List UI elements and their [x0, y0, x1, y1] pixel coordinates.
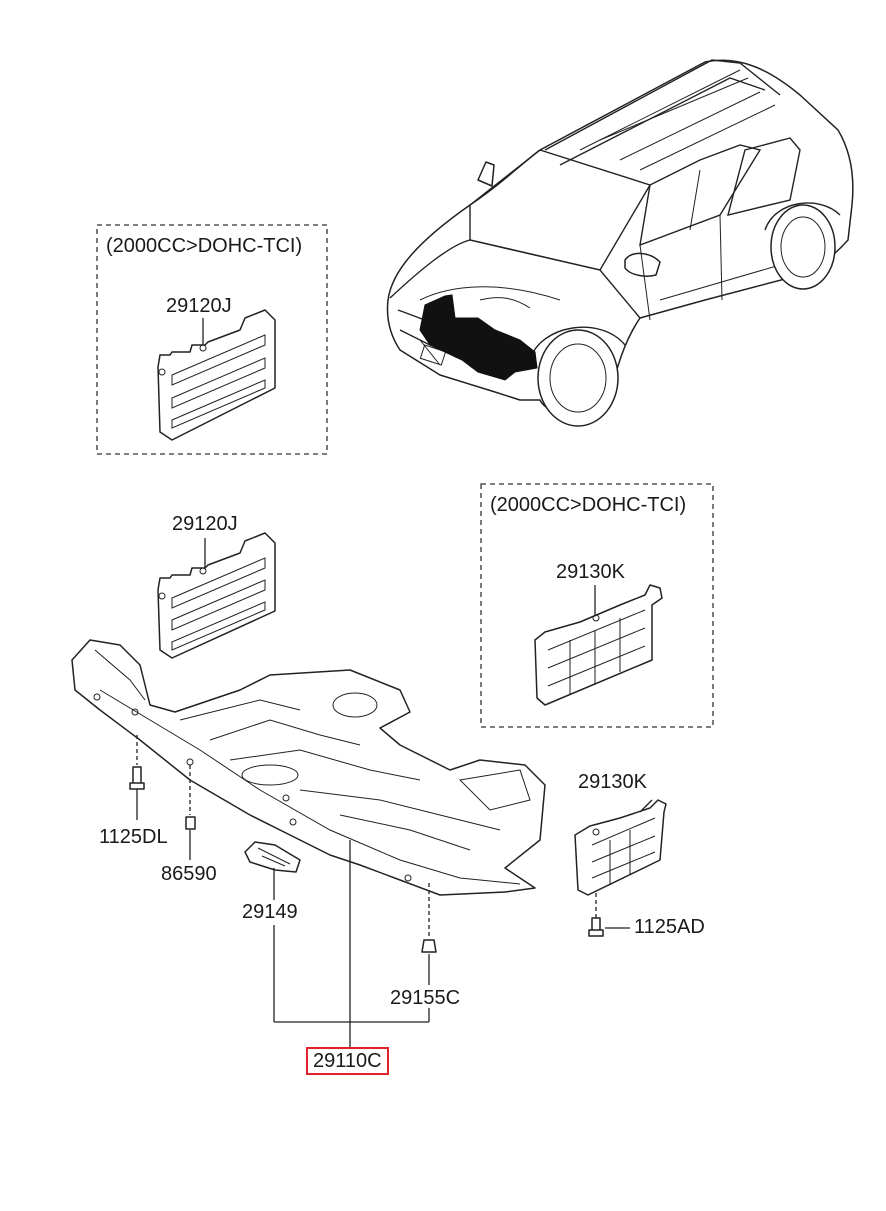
option-note-upper: (2000CC>DOHC-TCI) — [106, 235, 303, 257]
option-note-right: (2000CC>DOHC-TCI) — [490, 494, 687, 516]
fastener-1125AD-shape — [588, 893, 630, 937]
option-box-right — [480, 483, 714, 728]
label-29155C[interactable]: 29155C — [390, 987, 461, 1009]
label-86590[interactable]: 86590 — [161, 863, 217, 885]
label-1125AD[interactable]: 1125AD — [634, 916, 705, 938]
part-29120J-lower-shape — [157, 532, 276, 659]
label-1125DL[interactable]: 1125DL — [99, 826, 168, 848]
fastener-1125DL-shape — [129, 735, 145, 820]
label-29130K-upper[interactable]: 29130K — [556, 561, 625, 583]
part-29130K-lower-shape — [574, 799, 667, 896]
vehicle-illustration — [386, 59, 854, 427]
part-29149-shape — [244, 841, 301, 873]
label-29120J-upper[interactable]: 29120J — [166, 295, 232, 317]
part-29130K-upper-shape — [534, 584, 663, 706]
part-29120J-upper-shape — [157, 309, 276, 441]
leader-29110C — [273, 840, 430, 1047]
fastener-86590-shape — [185, 765, 196, 860]
option-box-upper — [96, 224, 328, 455]
label-29120J-lower[interactable]: 29120J — [172, 513, 238, 535]
label-29130K-lower[interactable]: 29130K — [578, 771, 647, 793]
fastener-29155C-shape — [421, 883, 437, 985]
label-29149[interactable]: 29149 — [242, 901, 298, 923]
label-29110C-highlighted[interactable]: 29110C — [306, 1047, 389, 1075]
part-29110C-shape — [71, 639, 546, 896]
